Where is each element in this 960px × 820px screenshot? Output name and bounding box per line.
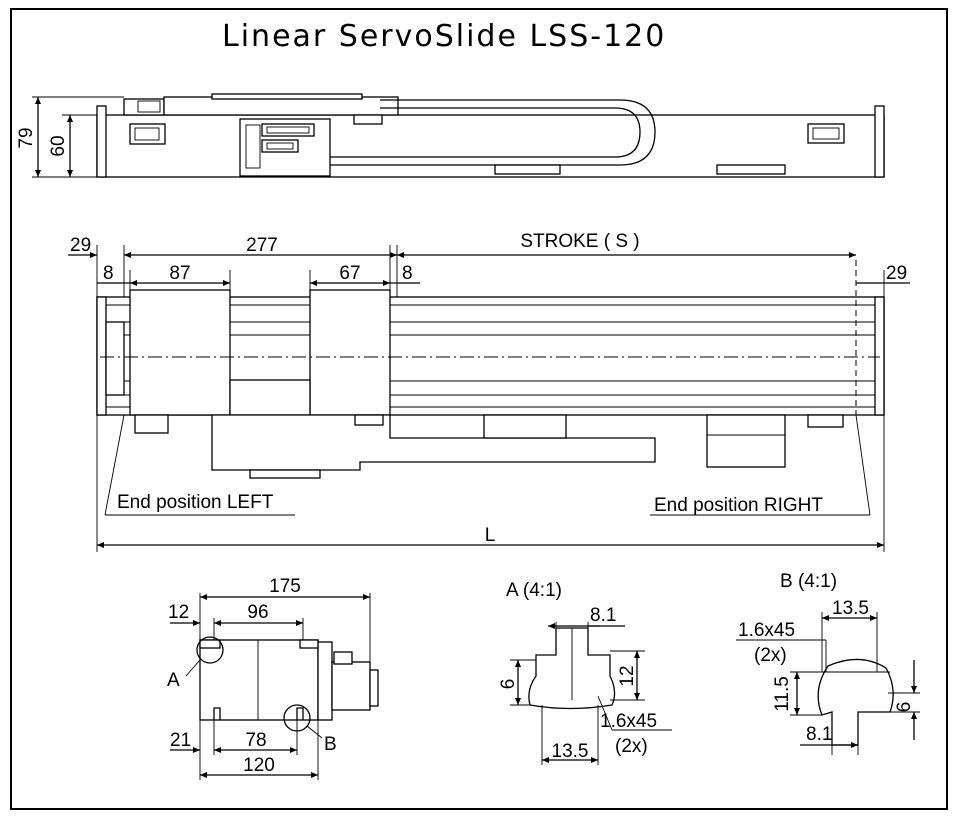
dim-12: 12 [168, 602, 189, 623]
dim-277: 277 [246, 235, 278, 256]
dim-87: 87 [169, 263, 190, 284]
detail-label-a: A [167, 670, 180, 691]
detail-b-dim-11-5: 11.5 [772, 676, 793, 712]
detail-a-dim-8-1: 8.1 [590, 605, 616, 626]
dim-stroke: STROKE ( S ) [520, 231, 639, 252]
dim-height-79: 79 [16, 127, 37, 148]
dim-height-60: 60 [48, 135, 69, 156]
detail-a: A (4:1) 8.1 12 6 1.6x45 (2x) 13.5 [498, 580, 672, 765]
detail-a-dim-13-5: 13.5 [552, 741, 589, 762]
detail-a-title: A (4:1) [506, 580, 562, 601]
top-view: 29 277 STROKE ( S ) 8 87 67 8 29 End pos… [68, 231, 910, 552]
dim-175: 175 [269, 576, 301, 597]
detail-label-b: B [324, 734, 337, 755]
end-view: 175 12 96 21 78 120 A B [167, 576, 379, 780]
end-position-right-label: End position RIGHT [654, 495, 823, 516]
drawing-title: Linear ServoSlide LSS-120 [222, 19, 666, 54]
detail-a-dim-6: 6 [498, 679, 519, 690]
dim-78: 78 [245, 730, 266, 751]
dim-8-left: 8 [103, 263, 114, 284]
dim-96: 96 [247, 602, 268, 623]
detail-b-dim-13-5: 13.5 [832, 598, 869, 619]
dim-29-right: 29 [886, 263, 907, 284]
detail-b: B (4:1) 1.6x45 (2x) 13.5 11.5 6 8.1 [736, 571, 920, 755]
side-view: 79 60 [16, 93, 885, 178]
detail-a-chamfer-count: (2x) [615, 736, 648, 757]
detail-b-dim-6: 6 [894, 702, 915, 713]
dim-21: 21 [170, 730, 191, 751]
drawing-frame [10, 8, 948, 810]
dim-8-right: 8 [402, 263, 413, 284]
end-position-left-label: End position LEFT [117, 492, 274, 513]
dim-67: 67 [339, 263, 360, 284]
dim-length-l: L [485, 525, 496, 546]
detail-b-dim-8-1: 8.1 [806, 724, 832, 745]
dim-120: 120 [243, 755, 275, 776]
detail-b-chamfer: 1.6x45 [738, 620, 795, 641]
detail-a-chamfer: 1.6x45 [600, 711, 657, 732]
detail-a-dim-12: 12 [617, 665, 638, 686]
detail-b-title: B (4:1) [780, 571, 837, 592]
dim-29-left: 29 [70, 235, 91, 256]
detail-b-chamfer-count: (2x) [754, 645, 787, 666]
